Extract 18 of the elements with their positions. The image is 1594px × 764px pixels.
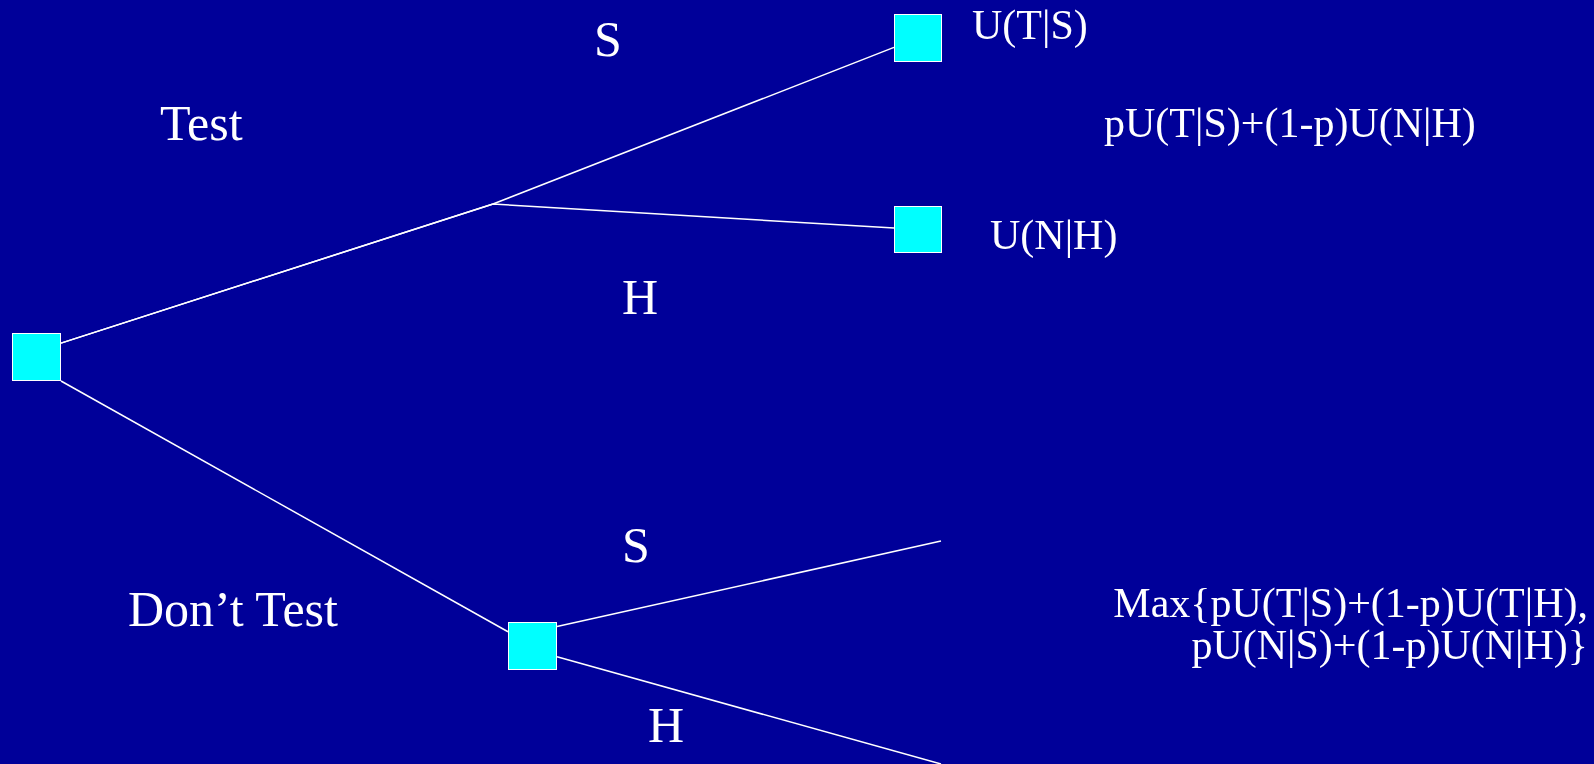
branch-label: S [622,520,650,570]
branch-line [556,540,942,628]
branch-line [556,656,942,764]
node-square [508,622,557,670]
branch-line [60,380,509,633]
branch-label: Max{pU(T|S)+(1-p)U(T|H), pU(N|S)+(1-p)U(N|H)} [1112,582,1588,666]
node-square [12,333,61,381]
utility-label: U(N|H) [990,214,1118,256]
branch-label: H [648,700,685,750]
branch-line [60,203,895,344]
branch-label: pU(T|S)+(1-p)U(N|H) [1104,102,1476,144]
branch-label: S [594,14,622,64]
branch-label: H [622,272,659,322]
branch-label: Test [160,98,243,148]
utility-label: U(T|S) [972,4,1088,46]
node-square [894,14,942,62]
node-square [894,206,942,253]
branch-label: Don’t Test [128,584,338,634]
